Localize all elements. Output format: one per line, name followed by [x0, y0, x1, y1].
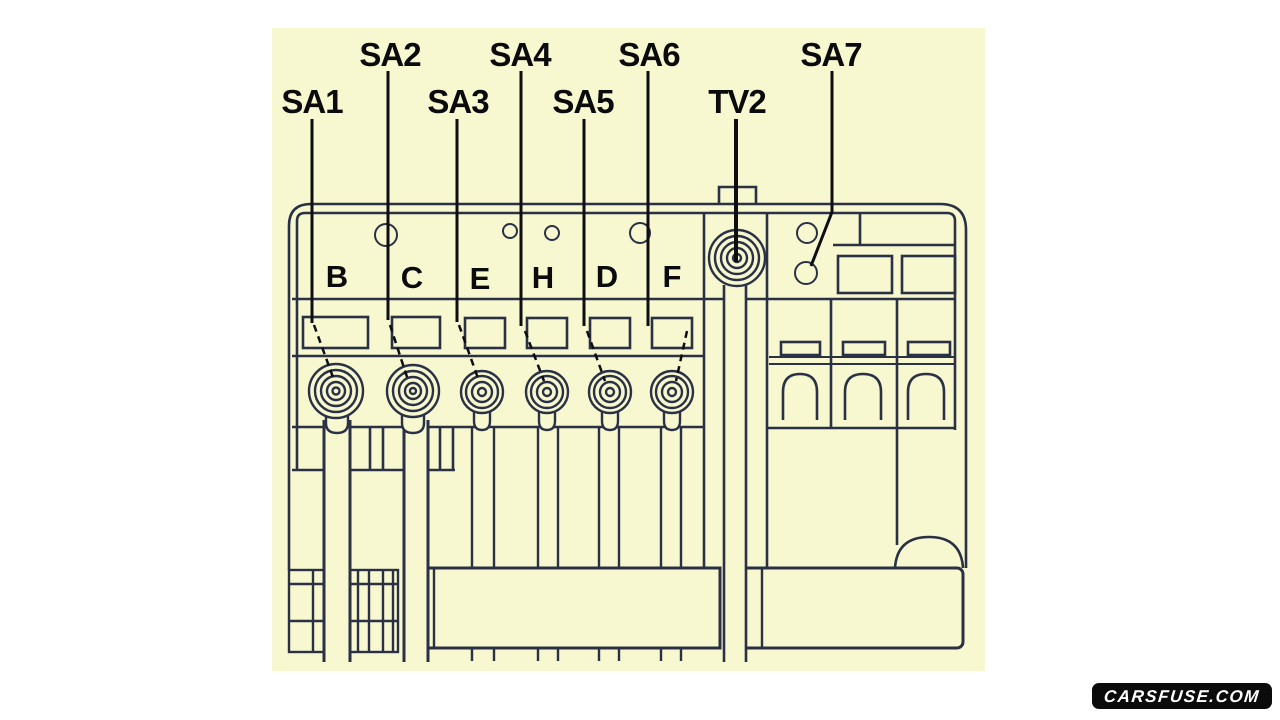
watermark-badge: CARSFUSE.COM — [1092, 683, 1272, 709]
terminal-letter-c: C — [400, 260, 424, 295]
terminal-letter-b: B — [325, 259, 349, 294]
terminal-letter-f: F — [662, 259, 682, 294]
terminal-letter-h: H — [531, 260, 555, 295]
label-sa2: SA2 — [359, 36, 421, 73]
label-sa4: SA4 — [489, 36, 551, 73]
label-sa7: SA7 — [800, 36, 862, 73]
terminal-letter-d: D — [595, 259, 619, 294]
label-sa6: SA6 — [618, 36, 680, 73]
watermark-text: CARSFUSE.COM — [1103, 686, 1261, 706]
label-sa3: SA3 — [427, 83, 489, 120]
diagram-paper — [272, 28, 985, 671]
label-tv2: TV2 — [708, 83, 767, 120]
label-sa5: SA5 — [552, 83, 614, 120]
terminal-letter-e: E — [469, 261, 491, 296]
label-sa1: SA1 — [281, 83, 343, 120]
